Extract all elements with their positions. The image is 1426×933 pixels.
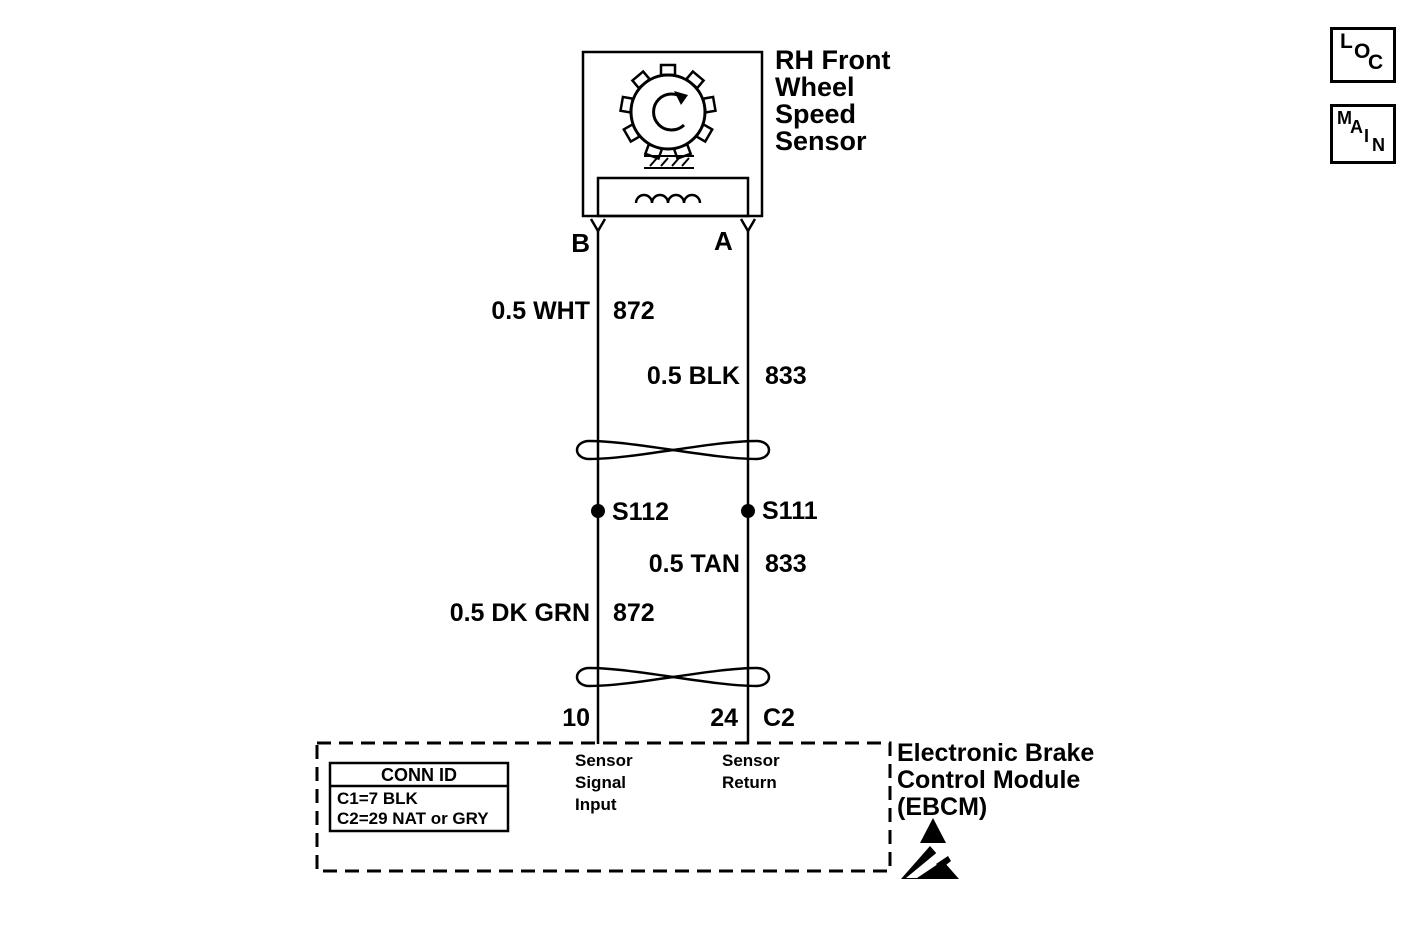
coil-icon (634, 193, 702, 204)
sensor-label: RH Front Wheel Speed Sensor (775, 45, 891, 156)
rotation-arrow-icon (652, 92, 686, 132)
wire-circuit-lower-left: 872 (613, 599, 655, 627)
wire-circuit-upper-left: 872 (613, 297, 655, 325)
twisted-pair-icon-lower (575, 666, 771, 688)
main-letter-m: M (1337, 108, 1352, 128)
tone-ring-icon (619, 63, 717, 161)
wire-circuit-upper-right: 833 (765, 362, 807, 390)
esd-warning-icon (901, 818, 959, 879)
ebcm-pin-label-signal-input: Sensor Signal Input (575, 751, 633, 814)
loc-letter-c: C (1368, 51, 1384, 74)
wire-circuit-lower-right: 833 (765, 550, 807, 578)
sensor-core-hatch (644, 155, 694, 169)
conn-id-table-border (328, 761, 510, 833)
wire-spec-lower-right: 0.5 TAN (648, 550, 740, 578)
connector-label-c2: C2 (763, 704, 795, 732)
conn-id-row-c1: C1=7 BLK (337, 789, 418, 808)
sensor-box (581, 50, 764, 218)
terminal-label-24: 24 (710, 704, 738, 732)
loc-button[interactable]: L O C (1330, 27, 1396, 83)
main-button[interactable]: M A I N (1330, 104, 1396, 164)
splice-label-s112: S112 (612, 498, 670, 526)
terminal-label-b: B (571, 228, 590, 258)
loc-letter-o: O (1354, 40, 1371, 63)
main-letter-a: A (1350, 117, 1363, 137)
splice-dots (591, 504, 755, 518)
main-letter-i: I (1364, 126, 1370, 146)
wire-spec-upper-right: 0.5 BLK (646, 362, 740, 390)
ebcm-pin-label-sensor-return: Sensor Return (722, 751, 780, 792)
wire-spec-lower-left: 0.5 DK GRN (449, 599, 590, 627)
terminal-label-10: 10 (562, 704, 590, 732)
splice-label-s111: S111 (762, 497, 818, 525)
ebcm-label: Electronic Brake Control Module (EBCM) (897, 739, 1095, 821)
wire-spec-upper-left: 0.5 WHT (491, 297, 590, 325)
main-letter-n: N (1372, 135, 1385, 155)
ebcm-box (315, 741, 892, 873)
twisted-pair-icon-upper (575, 439, 771, 461)
terminal-label-a: A (714, 226, 733, 256)
loc-letter-l: L (1340, 30, 1353, 53)
wire-lines (596, 231, 750, 744)
conn-id-table-header: CONN ID (381, 765, 457, 785)
conn-id-row-c2: C2=29 NAT or GRY (337, 809, 489, 828)
